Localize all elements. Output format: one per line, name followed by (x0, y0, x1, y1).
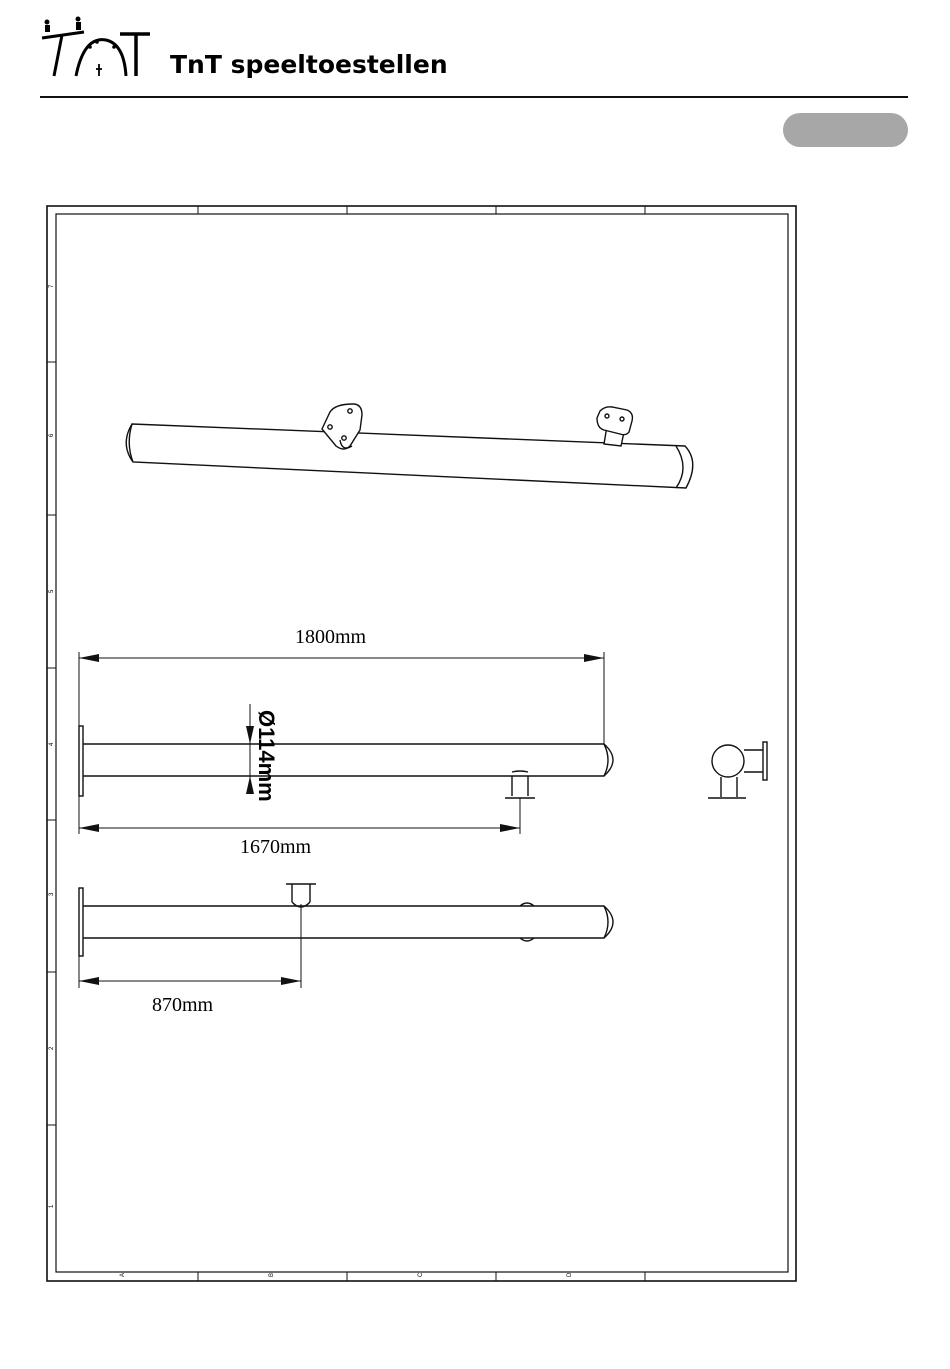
dim-mount-offset: 870mm (152, 994, 214, 1016)
drawing-inner-frame (56, 214, 788, 1272)
dim-pipe-diameter: Ø114mm (254, 710, 279, 802)
dimension-arrows (79, 654, 604, 832)
pipe-side-view (79, 652, 613, 834)
row-marker-6: 6 (49, 433, 55, 437)
row-marker-4: 4 (49, 742, 55, 746)
top-zone-ticks (198, 206, 645, 214)
row-marker-7: 7 (49, 284, 55, 288)
column-marker-c: C (418, 1272, 424, 1277)
row-marker-5: 5 (49, 589, 55, 593)
column-marker-a: A (120, 1273, 126, 1277)
row-marker-2: 2 (49, 1046, 55, 1050)
column-marker-d: D (567, 1272, 573, 1277)
row-marker-3: 3 (49, 892, 55, 896)
pipe-perspective-view (126, 404, 693, 488)
dim-overall-length: 1800mm (295, 626, 367, 648)
pipe-top-view (79, 884, 613, 988)
pipe-end-view (708, 742, 767, 798)
row-marker-1: 1 (49, 1204, 55, 1208)
column-marker-b: B (269, 1273, 275, 1277)
dim-post-offset: 1670mm (240, 836, 312, 858)
